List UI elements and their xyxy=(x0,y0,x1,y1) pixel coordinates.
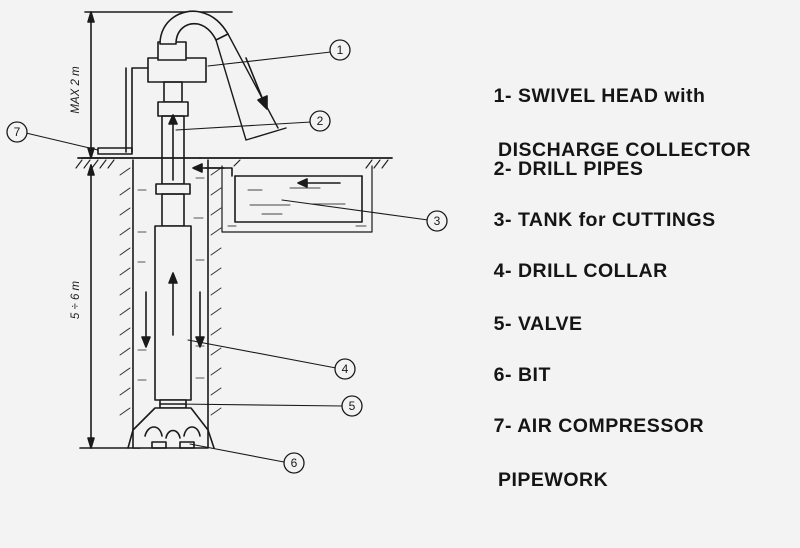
legend-number: 7- xyxy=(493,415,513,437)
legend-text: SWIVEL HEAD with xyxy=(517,85,706,107)
callout-circle-1 xyxy=(329,39,351,61)
legend-text: TANK for CUTTINGS xyxy=(517,209,716,231)
ground-surface xyxy=(75,157,393,169)
callout-number-4: 4 xyxy=(342,362,349,376)
callout-number-3: 3 xyxy=(434,214,441,228)
callout-number-1: 1 xyxy=(337,43,344,57)
legend-number: 5- xyxy=(493,313,513,335)
legend-text: BIT xyxy=(517,364,551,386)
legend-item-3: 3- TANK for CUTTINGS xyxy=(470,180,716,261)
legend-number: 2- xyxy=(493,158,513,180)
discharge-flow-arrow xyxy=(245,57,268,110)
return-flow xyxy=(192,163,233,177)
legend-number: 1- xyxy=(493,85,513,107)
drill-collar xyxy=(141,225,205,401)
legend-text: VALVE xyxy=(517,313,583,335)
callout-circles xyxy=(6,39,448,474)
dimension-lines xyxy=(79,11,233,449)
callout-circle-7 xyxy=(6,121,28,143)
legend-item-4: 4- DRILL COLLAR xyxy=(470,231,668,312)
callout-circle-6 xyxy=(283,452,305,474)
callout-leaders xyxy=(25,51,429,463)
callout-number-2: 2 xyxy=(317,114,324,128)
callout-number-7: 7 xyxy=(14,125,21,139)
swivel-head xyxy=(147,10,287,141)
legend-text: AIR COMPRESSOR xyxy=(517,415,705,437)
legend-text-continued: PIPEWORK xyxy=(498,469,609,491)
callout-circle-4 xyxy=(334,358,356,380)
drilling-diagram: 1 2 3 4 5 6 7 MAX 2 m 5 ÷ 6 m xyxy=(6,10,448,474)
legend-number: 3- xyxy=(493,209,513,231)
legend-item-5: 5- VALVE xyxy=(470,284,583,365)
callout-circle-5 xyxy=(341,395,363,417)
bit xyxy=(132,407,209,449)
legend-number: 6- xyxy=(493,364,513,386)
borehole xyxy=(119,159,222,449)
callout-circle-3 xyxy=(426,210,448,232)
legend-item-1: 1- SWIVEL HEAD with DISCHARGE COLLECTOR xyxy=(470,56,751,218)
legend-item-2: 2- DRILL PIPES xyxy=(470,129,643,210)
callout-circle-2 xyxy=(309,110,331,132)
dimension-label-lower: 5 ÷ 6 m xyxy=(70,280,82,319)
legend-number: 4- xyxy=(493,260,513,282)
air-compressor-pipework xyxy=(97,67,149,155)
callout-number-5: 5 xyxy=(349,399,356,413)
legend-item-6: 6- BIT xyxy=(470,335,551,416)
callout-number-6: 6 xyxy=(291,456,298,470)
cuttings-tank xyxy=(221,165,373,233)
drill-pipes xyxy=(155,81,191,227)
legend-text-continued: DISCHARGE COLLECTOR xyxy=(498,139,751,161)
legend-text: DRILL COLLAR xyxy=(517,260,668,282)
dimension-label-upper: MAX 2 m xyxy=(70,66,82,114)
legend-item-7: 7- AIR COMPRESSOR PIPEWORK xyxy=(470,386,704,548)
legend-text: DRILL PIPES xyxy=(517,158,644,180)
